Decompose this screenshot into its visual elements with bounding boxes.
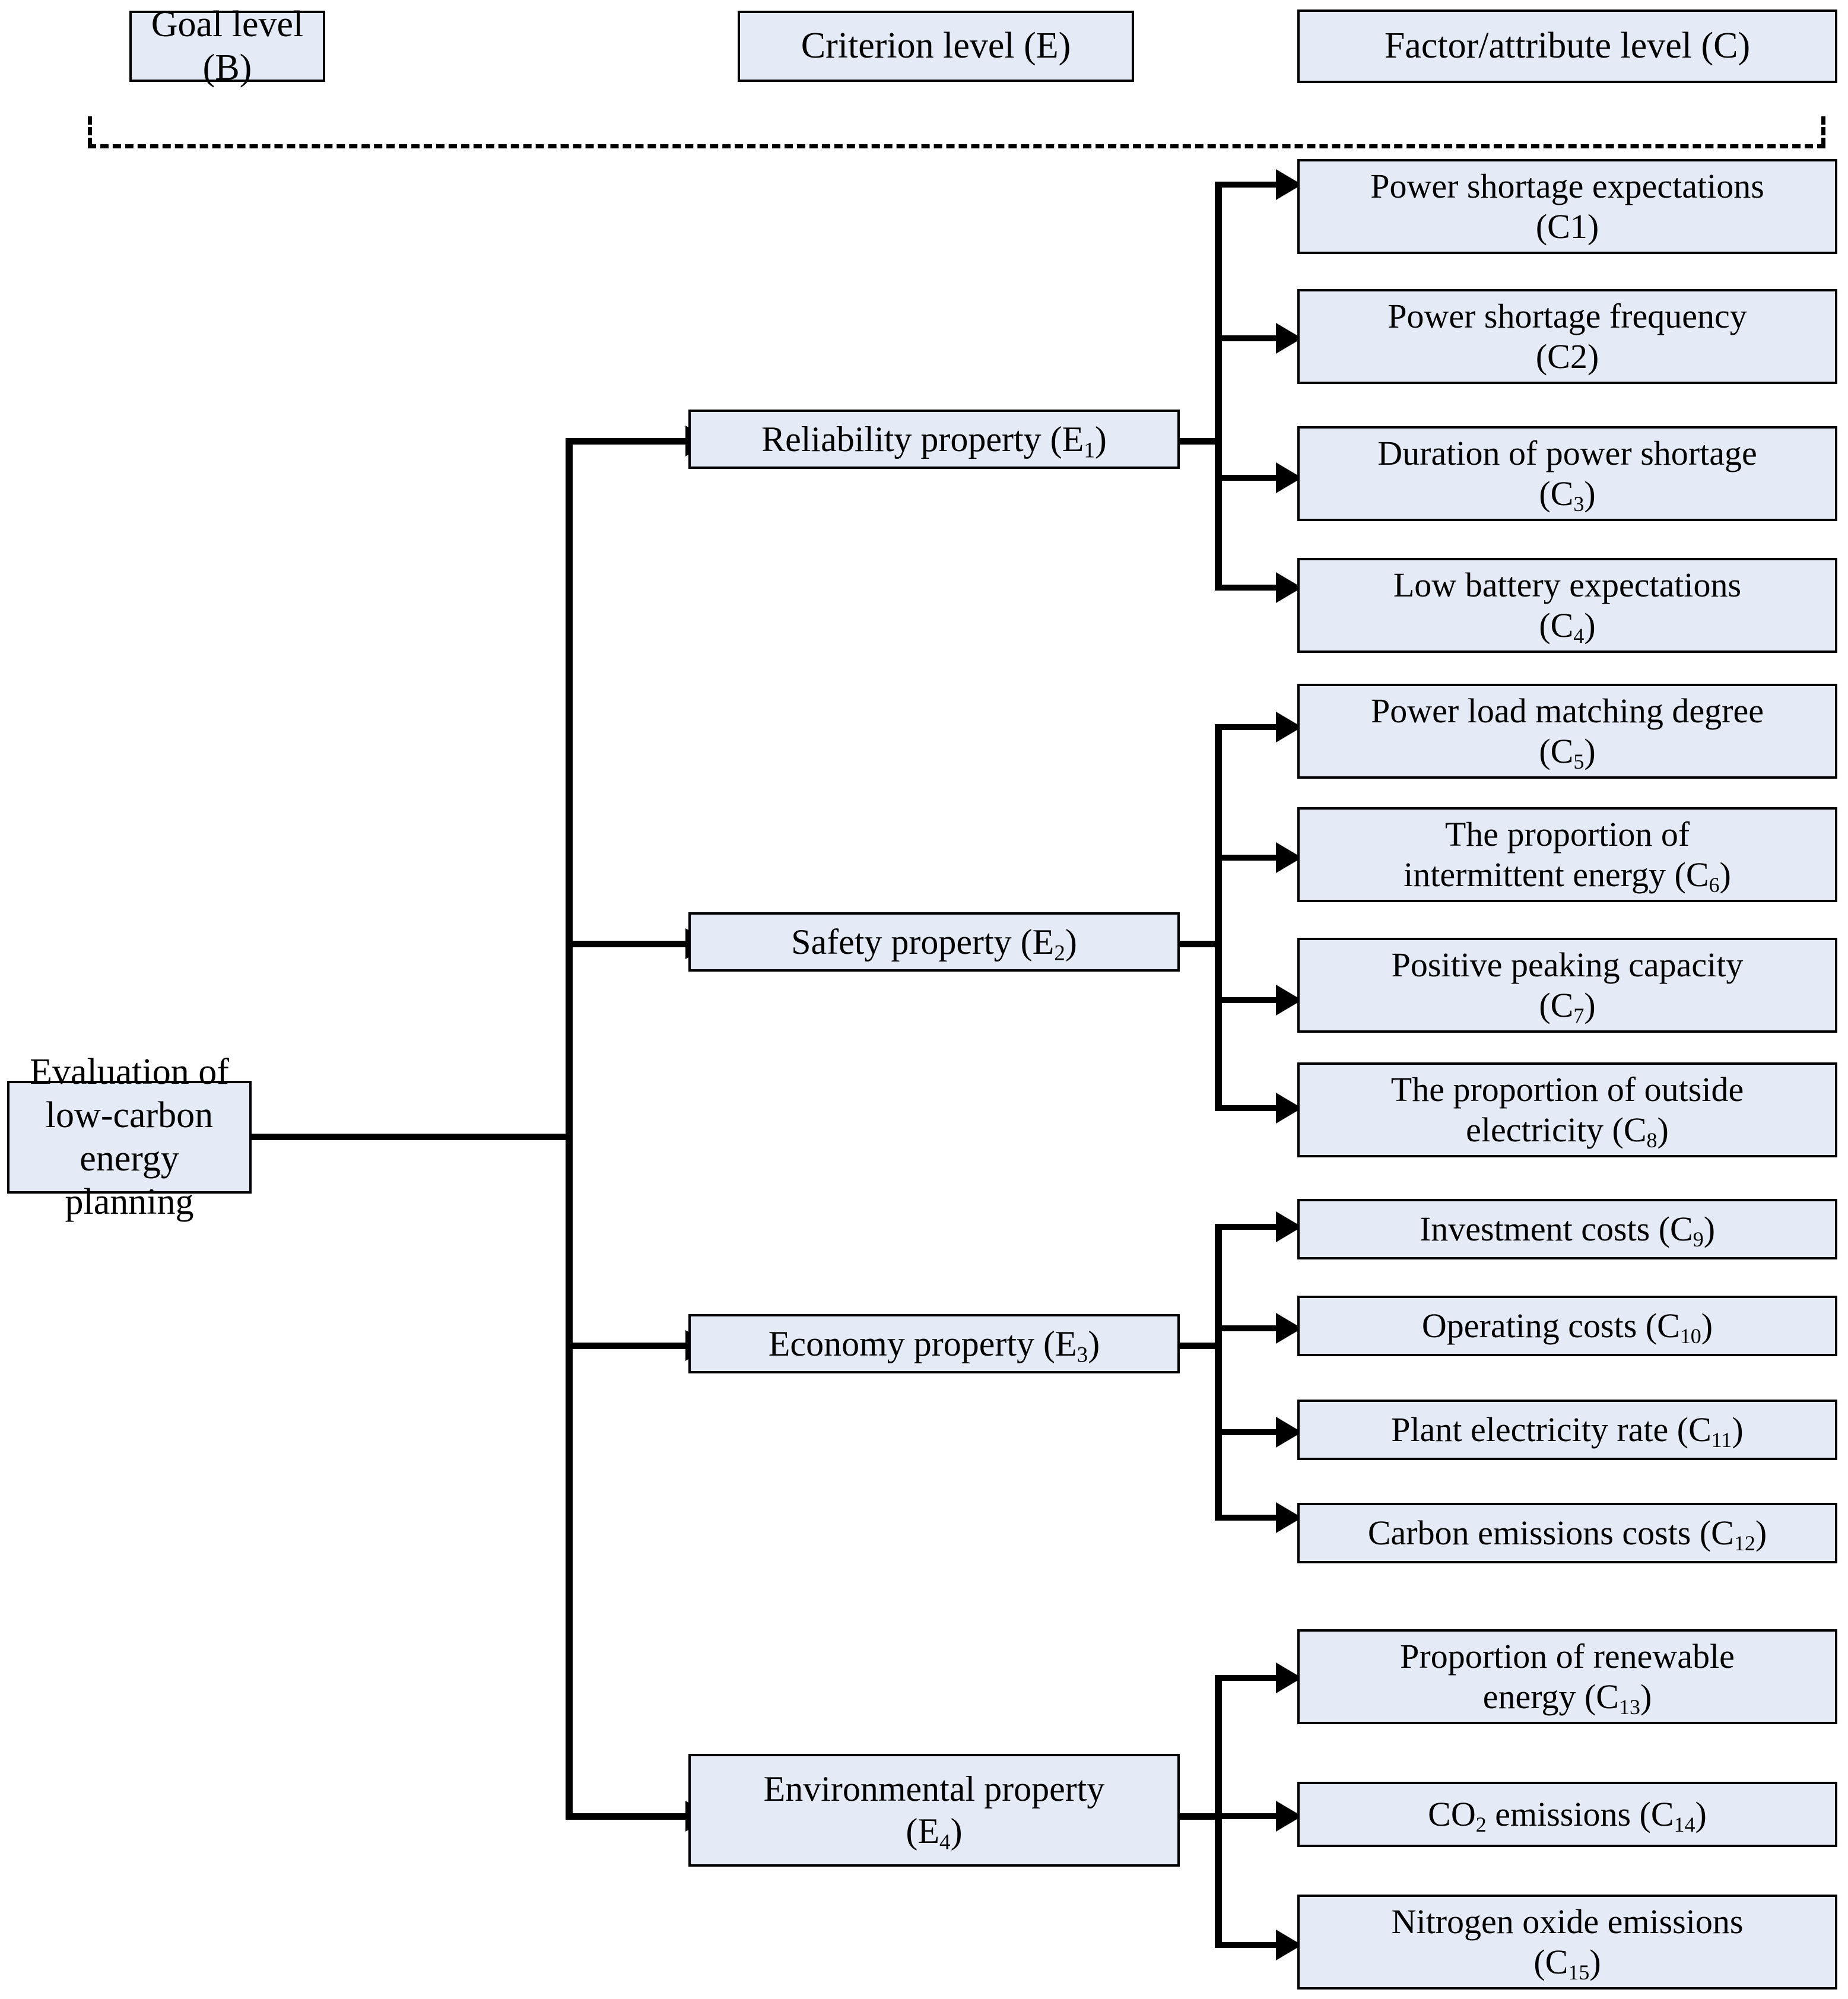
e2-branch-c8 xyxy=(1215,1105,1307,1111)
e3-branch-c12 xyxy=(1215,1515,1307,1521)
goal-label-line2: energy planning xyxy=(65,1138,194,1223)
header-criterion-level-label: Criterion level (E) xyxy=(801,26,1071,66)
factor-label-c1-line1: Power shortage expectations xyxy=(1370,166,1764,205)
factor-label-c3-line1: Duration of power shortage xyxy=(1377,433,1757,472)
factor-label-c13-line2: energy (C13) xyxy=(1482,1677,1652,1719)
factor-label-c7-line1: Positive peaking capacity xyxy=(1391,945,1744,984)
factor-label-c6-line1: The proportion of xyxy=(1444,814,1690,853)
e1-branch-c3 xyxy=(1215,475,1307,481)
factor-label-c8-line2: electricity (C8) xyxy=(1466,1110,1669,1153)
trunk-branch-e2 xyxy=(566,941,693,947)
e4-branch-c14 xyxy=(1215,1813,1307,1819)
e3-to-distributor-stub xyxy=(1177,1343,1222,1349)
trunk-branch-e1 xyxy=(566,438,693,445)
goal-to-trunk-stub xyxy=(249,1134,573,1140)
factor-label-c10: Operating costs (C10) xyxy=(1421,1306,1713,1348)
goal-box[interactable]: Evaluation of low-carbon energy planning xyxy=(7,1052,252,1222)
criterion-box-e3[interactable]: Economy property (E3) xyxy=(688,1314,1180,1373)
factor-label-c13-line1: Proportion of renewable xyxy=(1400,1636,1735,1676)
trunk-branch-e3 xyxy=(566,1343,693,1349)
e1-branch-c2 xyxy=(1215,335,1307,341)
factor-box-c5[interactable]: Power load matching degree (C5) xyxy=(1297,684,1837,779)
factor-box-c10[interactable]: Operating costs (C10) xyxy=(1297,1296,1837,1356)
header-goal-level: Goal level (B) xyxy=(129,4,325,88)
header-criterion-level: Criterion level (E) xyxy=(738,11,1134,82)
factor-label-c6-line2: intermittent energy (C6) xyxy=(1404,855,1731,897)
factor-box-c4[interactable]: Low battery expectations (C4) xyxy=(1297,558,1837,653)
criterion-box-e4[interactable]: Environmental property (E4) xyxy=(688,1754,1180,1867)
factor-box-c2[interactable]: Power shortage frequency (C2) xyxy=(1297,289,1837,384)
criterion-trunk xyxy=(566,438,573,1820)
factor-label-c12: Carbon emissions costs (C12) xyxy=(1367,1513,1767,1555)
factor-label-c14: CO2 emissions (C14) xyxy=(1428,1794,1707,1836)
factor-label-c3-line2: (C3) xyxy=(1539,474,1596,516)
criterion-label-e3: Economy property (E3) xyxy=(768,1324,1100,1367)
factor-box-c14[interactable]: CO2 emissions (C14) xyxy=(1297,1782,1837,1847)
e2-branch-c7 xyxy=(1215,997,1307,1003)
factor-box-c1[interactable]: Power shortage expectations (C1) xyxy=(1297,159,1837,254)
section-divider-left-tick xyxy=(88,116,92,146)
factor-box-c11[interactable]: Plant electricity rate (C11) xyxy=(1297,1400,1837,1460)
e1-branch-c4 xyxy=(1215,585,1307,591)
criterion-label-e2: Safety property (E2) xyxy=(791,922,1077,965)
factor-box-c3[interactable]: Duration of power shortage (C3) xyxy=(1297,426,1837,521)
e4-branch-c15 xyxy=(1215,1942,1307,1948)
factor-box-c9[interactable]: Investment costs (C9) xyxy=(1297,1199,1837,1259)
criterion-label-e1: Reliability property (E1) xyxy=(761,419,1107,462)
e2-branch-c6 xyxy=(1215,855,1307,861)
e2-branch-c5 xyxy=(1215,724,1307,730)
e3-branch-c10 xyxy=(1215,1325,1307,1331)
factor-box-c15[interactable]: Nitrogen oxide emissions (C15) xyxy=(1297,1895,1837,1990)
e4-distributor-bar xyxy=(1215,1675,1222,1948)
factor-label-c7-line2: (C7) xyxy=(1539,986,1596,1028)
factor-label-c15-line2: (C15) xyxy=(1533,1943,1601,1985)
factor-label-c2-line1: Power shortage frequency xyxy=(1387,296,1747,335)
header-factor-level: Factor/attribute level (C) xyxy=(1297,9,1837,83)
factor-box-c8[interactable]: The proportion of outside electricity (C… xyxy=(1297,1062,1837,1157)
e3-distributor-bar xyxy=(1215,1224,1222,1519)
factor-label-c5-line2: (C5) xyxy=(1539,732,1596,774)
section-divider xyxy=(88,144,1825,148)
factor-label-c4-line2: (C4) xyxy=(1539,606,1596,648)
factor-label-c2-line2: (C2) xyxy=(1535,337,1599,376)
header-factor-level-label: Factor/attribute level (C) xyxy=(1384,26,1751,66)
factor-label-c1-line2: (C1) xyxy=(1535,207,1599,246)
factor-label-c4-line1: Low battery expectations xyxy=(1393,565,1742,604)
trunk-branch-e4 xyxy=(566,1813,693,1820)
e1-distributor-bar xyxy=(1215,182,1222,591)
factor-label-c5-line1: Power load matching degree xyxy=(1371,691,1764,730)
criterion-box-e1[interactable]: Reliability property (E1) xyxy=(688,410,1180,469)
e1-to-distributor-stub xyxy=(1177,438,1222,445)
factor-label-c11: Plant electricity rate (C11) xyxy=(1391,1410,1744,1452)
factor-label-c9: Investment costs (C9) xyxy=(1419,1209,1716,1251)
e2-distributor-bar xyxy=(1215,724,1222,1110)
criterion-box-e2[interactable]: Safety property (E2) xyxy=(688,912,1180,972)
e3-branch-c11 xyxy=(1215,1429,1307,1435)
factor-box-c13[interactable]: Proportion of renewable energy (C13) xyxy=(1297,1629,1837,1724)
factor-label-c15-line1: Nitrogen oxide emissions xyxy=(1391,1902,1744,1941)
criterion-label-e4-line1: Environmental property xyxy=(763,1769,1105,1809)
factor-box-c7[interactable]: Positive peaking capacity (C7) xyxy=(1297,938,1837,1033)
factor-box-c6[interactable]: The proportion of intermittent energy (C… xyxy=(1297,807,1837,902)
e1-branch-c1 xyxy=(1215,182,1307,188)
factor-box-c12[interactable]: Carbon emissions costs (C12) xyxy=(1297,1503,1837,1563)
e4-branch-c13 xyxy=(1215,1675,1307,1681)
e2-to-distributor-stub xyxy=(1177,941,1222,947)
e3-branch-c9 xyxy=(1215,1224,1307,1230)
e4-to-distributor-stub xyxy=(1177,1813,1222,1820)
section-divider-right-tick xyxy=(1821,116,1825,146)
criterion-label-e4-line2: (E4) xyxy=(906,1811,963,1855)
header-goal-level-label: Goal level (B) xyxy=(151,4,304,88)
factor-label-c8-line1: The proportion of outside xyxy=(1390,1070,1744,1109)
goal-label-line1: Evaluation of low-carbon xyxy=(30,1051,229,1135)
